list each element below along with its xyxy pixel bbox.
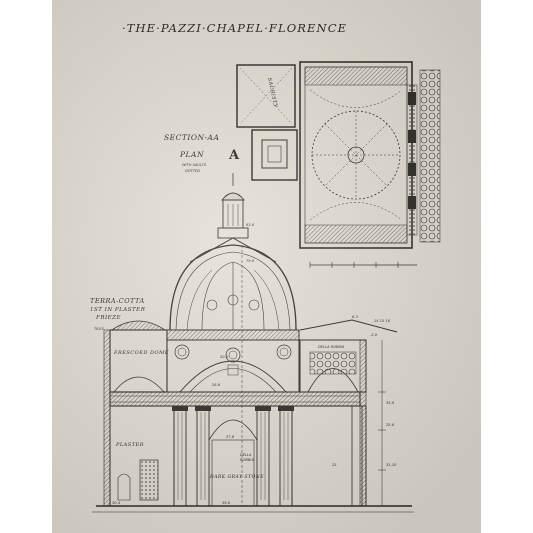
plan-section-mark: A [228, 148, 240, 163]
dim-roof-2: -2-0 [370, 333, 378, 337]
terra-cotta-label-1: TERRA-COTTA [90, 297, 145, 305]
architectural-drawing: ·THE·PAZZI·CHAPEL·FLORENCE [90, 21, 441, 513]
building-section [92, 173, 414, 513]
dim-column: 27-6 [226, 435, 235, 439]
dim-roof: 6-3 [352, 315, 359, 319]
dim-drum: 50-0 [220, 355, 229, 359]
dim-portico: 25 [332, 463, 337, 467]
frescoed-dome-label: FRESCOED DOME [113, 350, 169, 356]
vaults-note-1: WITH VAULTS [182, 163, 207, 167]
della-robbia-label-3: DELLA ROBBIA [318, 345, 345, 349]
dim-right-1: 35-9 [386, 401, 395, 405]
drawing-paper: ·THE·PAZZI·CHAPEL·FLORENCE [52, 0, 481, 533]
terra-cotta-label-2: 1ST IN PLASTER [90, 307, 145, 313]
vaults-note-2: DOTTED [185, 169, 200, 173]
dim-span: 39-0 [222, 501, 231, 505]
terra-cotta-label-3: FRIEZE [95, 315, 121, 321]
floor-plan [236, 61, 441, 268]
drawing-title: ·THE·PAZZI·CHAPEL·FLORENCE [122, 21, 347, 35]
della-robbia-label-1: DELLA [240, 453, 252, 457]
dim-dome: 79-6 [246, 259, 255, 263]
dim-top: 63-8 [246, 223, 255, 227]
plan-label: PLAN [179, 150, 204, 159]
dim-floor: 30-4 [112, 501, 121, 505]
dim-roof-3: 14 15 16 [374, 319, 391, 323]
plaster-label: PLASTER [115, 442, 144, 448]
dim-right-2: 25-8 [386, 423, 395, 427]
dim-arch: 26-6 [212, 383, 221, 387]
section-label: SECTION-AA [164, 133, 219, 142]
sacristy-label: SACRISTY [266, 77, 278, 108]
tiles-label: TILES [94, 327, 105, 331]
della-robbia-label-2: ROBBIA [240, 458, 254, 462]
dark-gray-stone-label: DARK GRAY STONE [209, 474, 264, 480]
dim-right-3: 31-10 [386, 463, 397, 467]
